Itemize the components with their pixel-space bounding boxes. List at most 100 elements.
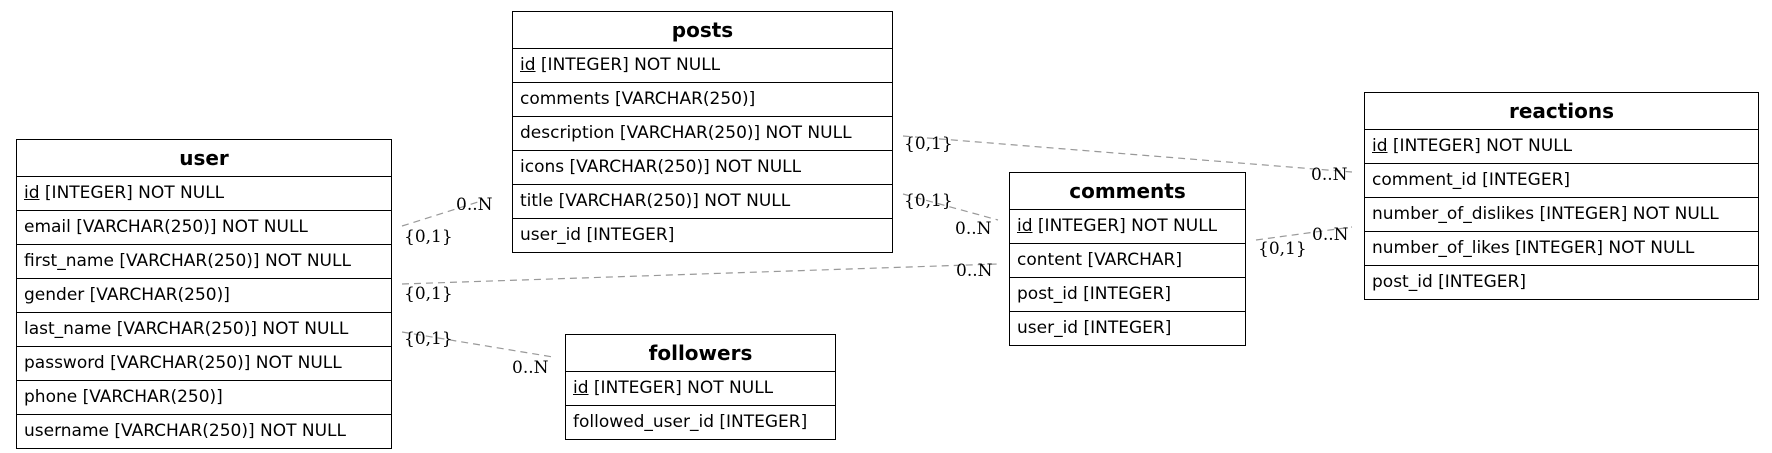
attribute-type: [VARCHAR(250)] NOT NULL (111, 319, 349, 339)
attribute-type: [VARCHAR(250)] NOT NULL (70, 217, 308, 237)
attribute-name: number_of_dislikes (1372, 204, 1535, 224)
attribute-row: gender [VARCHAR(250)] (17, 279, 391, 313)
attribute-type: [INTEGER] NOT NULL (1387, 136, 1573, 156)
attribute-row: id [INTEGER] NOT NULL (513, 49, 892, 83)
attribute-type: [VARCHAR(250)] NOT NULL (553, 191, 791, 211)
attribute-name: phone (24, 387, 78, 407)
entity-title-comments: comments (1010, 173, 1245, 210)
attribute-row: user_id [INTEGER] (1010, 312, 1245, 345)
attribute-type: [INTEGER] NOT NULL (588, 378, 774, 398)
attribute-type: [VARCHAR(250)] NOT NULL (109, 421, 347, 441)
attribute-row: id [INTEGER] NOT NULL (17, 177, 391, 211)
attribute-name: post_id (1372, 272, 1433, 292)
attribute-name: description (520, 123, 615, 143)
attribute-name: number_of_likes (1372, 238, 1510, 258)
attribute-type: [VARCHAR(250)] NOT NULL (614, 123, 852, 143)
attribute-name: last_name (24, 319, 112, 339)
attribute-type: [INTEGER] (713, 412, 808, 432)
attribute-type: [INTEGER] NOT NULL (1032, 216, 1218, 236)
relation-line-user-comments (401, 263, 999, 285)
attribute-row: id [INTEGER] NOT NULL (1010, 210, 1245, 244)
attribute-row: number_of_likes [INTEGER] NOT NULL (1365, 232, 1758, 266)
attribute-type: [INTEGER] NOT NULL (39, 183, 225, 203)
attribute-name: content (1017, 250, 1083, 270)
attribute-type: [VARCHAR(250)] (609, 89, 756, 109)
attribute-row: comments [VARCHAR(250)] (513, 83, 892, 117)
attribute-type: [INTEGER] NOT NULL (1534, 204, 1719, 224)
cardinality-label: {0,1} (404, 284, 453, 304)
entity-title-posts: posts (513, 12, 892, 49)
attribute-row: username [VARCHAR(250)] NOT NULL (17, 415, 391, 448)
attribute-type: [VARCHAR(250)] (84, 285, 230, 305)
attribute-row: icons [VARCHAR(250)] NOT NULL (513, 151, 892, 185)
primary-key-name: id (520, 55, 536, 75)
cardinality-label: 0..N (1312, 225, 1349, 245)
relation-line-posts-reactions (902, 135, 1353, 173)
entity-title-followers: followers (566, 335, 835, 372)
attribute-type: [VARCHAR(250)] NOT NULL (104, 353, 342, 373)
attribute-name: username (24, 421, 109, 441)
attribute-name: comment_id (1372, 170, 1477, 190)
attribute-row: comment_id [INTEGER] (1365, 164, 1758, 198)
attribute-row: id [INTEGER] NOT NULL (1365, 130, 1758, 164)
attribute-row: title [VARCHAR(250)] NOT NULL (513, 185, 892, 219)
relation-line-user-followers (401, 331, 554, 358)
attribute-name: first_name (24, 251, 114, 271)
attribute-name: user_id (520, 225, 582, 245)
cardinality-label: {0,1} (404, 227, 453, 247)
attribute-type: [VARCHAR(250)] NOT NULL (564, 157, 802, 177)
cardinality-label: {0,1} (404, 329, 453, 349)
cardinality-label: {0,1} (904, 191, 953, 211)
cardinality-label: {0,1} (904, 134, 953, 154)
attribute-row: password [VARCHAR(250)] NOT NULL (17, 347, 391, 381)
attribute-row: description [VARCHAR(250)] NOT NULL (513, 117, 892, 151)
entity-title-reactions: reactions (1365, 93, 1758, 130)
attribute-type: [VARCHAR(250)] (77, 387, 223, 407)
attribute-type: [INTEGER] (1077, 284, 1171, 304)
primary-key-name: id (1017, 216, 1033, 236)
entity-title-user: user (17, 140, 391, 177)
primary-key-name: id (573, 378, 589, 398)
attribute-row: post_id [INTEGER] (1365, 266, 1758, 299)
attribute-name: email (24, 217, 71, 237)
cardinality-label: 0..N (956, 261, 993, 281)
cardinality-label: {0,1} (1258, 239, 1307, 259)
primary-key-name: id (24, 183, 40, 203)
attribute-type: [INTEGER] (1432, 272, 1526, 292)
cardinality-label: 0..N (955, 219, 992, 239)
attribute-type: [INTEGER] NOT NULL (535, 55, 721, 75)
attribute-type: [INTEGER] (581, 225, 675, 245)
attribute-type: [VARCHAR] (1082, 250, 1182, 270)
attribute-row: user_id [INTEGER] (513, 219, 892, 252)
attribute-type: [INTEGER] (1476, 170, 1571, 190)
attribute-row: last_name [VARCHAR(250)] NOT NULL (17, 313, 391, 347)
attribute-row: email [VARCHAR(250)] NOT NULL (17, 211, 391, 245)
attribute-name: title (520, 191, 554, 211)
attribute-row: phone [VARCHAR(250)] (17, 381, 391, 415)
attribute-name: comments (520, 89, 610, 109)
attribute-name: post_id (1017, 284, 1078, 304)
attribute-name: password (24, 353, 105, 373)
cardinality-label: 0..N (456, 195, 493, 215)
relation-line-posts-comments (902, 193, 999, 221)
attribute-name: gender (24, 285, 85, 305)
primary-key-name: id (1372, 136, 1388, 156)
attribute-type: [INTEGER] (1078, 318, 1172, 338)
attribute-row: number_of_dislikes [INTEGER] NOT NULL (1365, 198, 1758, 232)
attribute-row: post_id [INTEGER] (1010, 278, 1245, 312)
attribute-row: id [INTEGER] NOT NULL (566, 372, 835, 406)
attribute-name: icons (520, 157, 565, 177)
attribute-name: followed_user_id (573, 412, 714, 432)
attribute-name: user_id (1017, 318, 1079, 338)
relation-line-user-posts (401, 201, 479, 227)
attribute-row: followed_user_id [INTEGER] (566, 406, 835, 439)
attribute-type: [VARCHAR(250)] NOT NULL (113, 251, 351, 271)
attribute-type: [INTEGER] NOT NULL (1509, 238, 1695, 258)
